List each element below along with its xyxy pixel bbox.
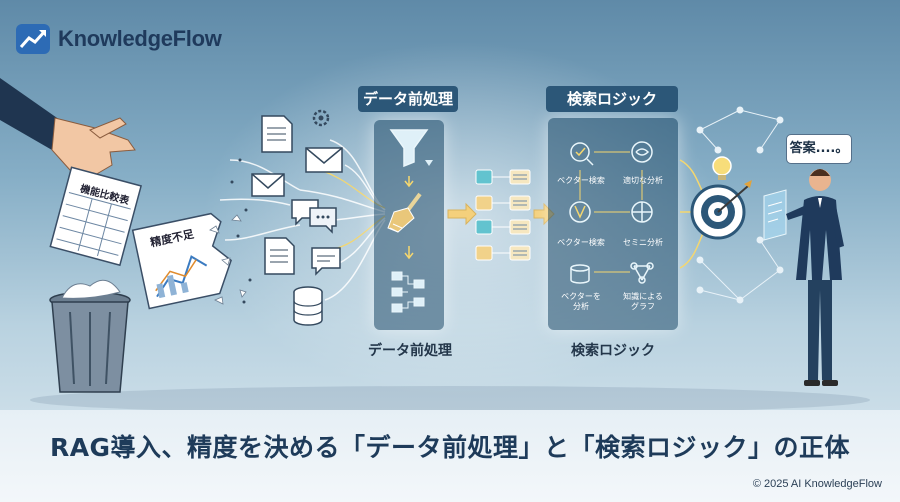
search-logic-panel [548,118,678,330]
data-chunks-icon [475,169,531,261]
mail-icon [305,147,343,173]
search-node-label: 知識による グラフ [623,292,663,311]
search-logic-caption: 検索ロジック [571,343,655,359]
trend-chart-icon [16,24,50,54]
brain-icon [631,141,653,163]
magnifier-icon [570,142,594,166]
mail-icon [251,173,285,197]
flowchart-icon [391,271,425,313]
headline-title: RAG導入、精度を決める「データ前処理」と「検索ロジック」の正体 [49,433,851,462]
chat-icon [311,247,341,276]
paper-scraps-icon [209,214,247,305]
sparkle-dots [230,158,252,304]
low-accuracy-chart-paper-icon [131,212,232,310]
search-node-label: セミニ分析 [623,238,663,247]
trash-can-icon [49,279,131,393]
lightbulb-icon [712,156,732,180]
hologram-screen-icon [763,189,787,241]
database-icon [570,264,590,284]
search-logic-panel-title: 検索ロジック [546,86,678,112]
knowledge-network-icon [696,106,784,304]
search-node-label: ベクター検索 [557,238,605,247]
search-node-label: ベクター検索 [557,176,605,185]
brand-logo: KnowledgeFlow [16,24,222,54]
answer-speech-bubble: 答案....。 [786,134,852,164]
hand-arm-icon [0,78,136,176]
brush-icon [387,192,422,233]
chat-icon [291,199,337,234]
copyright-notice: © 2025 AI KnowledgeFlow [752,478,882,490]
document-icon [264,237,295,275]
businessman-icon [786,169,844,386]
comparison-paper-icon [49,166,143,267]
semantic-icon [631,201,653,223]
search-node-links [579,151,643,273]
target-icon [690,180,752,240]
search-node-label: ベクターを 分析 [561,292,601,311]
graph-icon [630,262,654,284]
preprocess-panel-title: データ前処理 [358,86,458,112]
preprocess-caption: データ前処理 [368,343,452,359]
footer-band [0,410,900,502]
gear-icon [312,109,330,127]
funnel-icon [389,129,433,168]
search-node-label: 適切な分析 [623,176,663,185]
database-icon [293,286,323,326]
brand-name: KnowledgeFlow [58,26,222,51]
document-icon [261,115,293,153]
vector-icon [569,201,591,223]
